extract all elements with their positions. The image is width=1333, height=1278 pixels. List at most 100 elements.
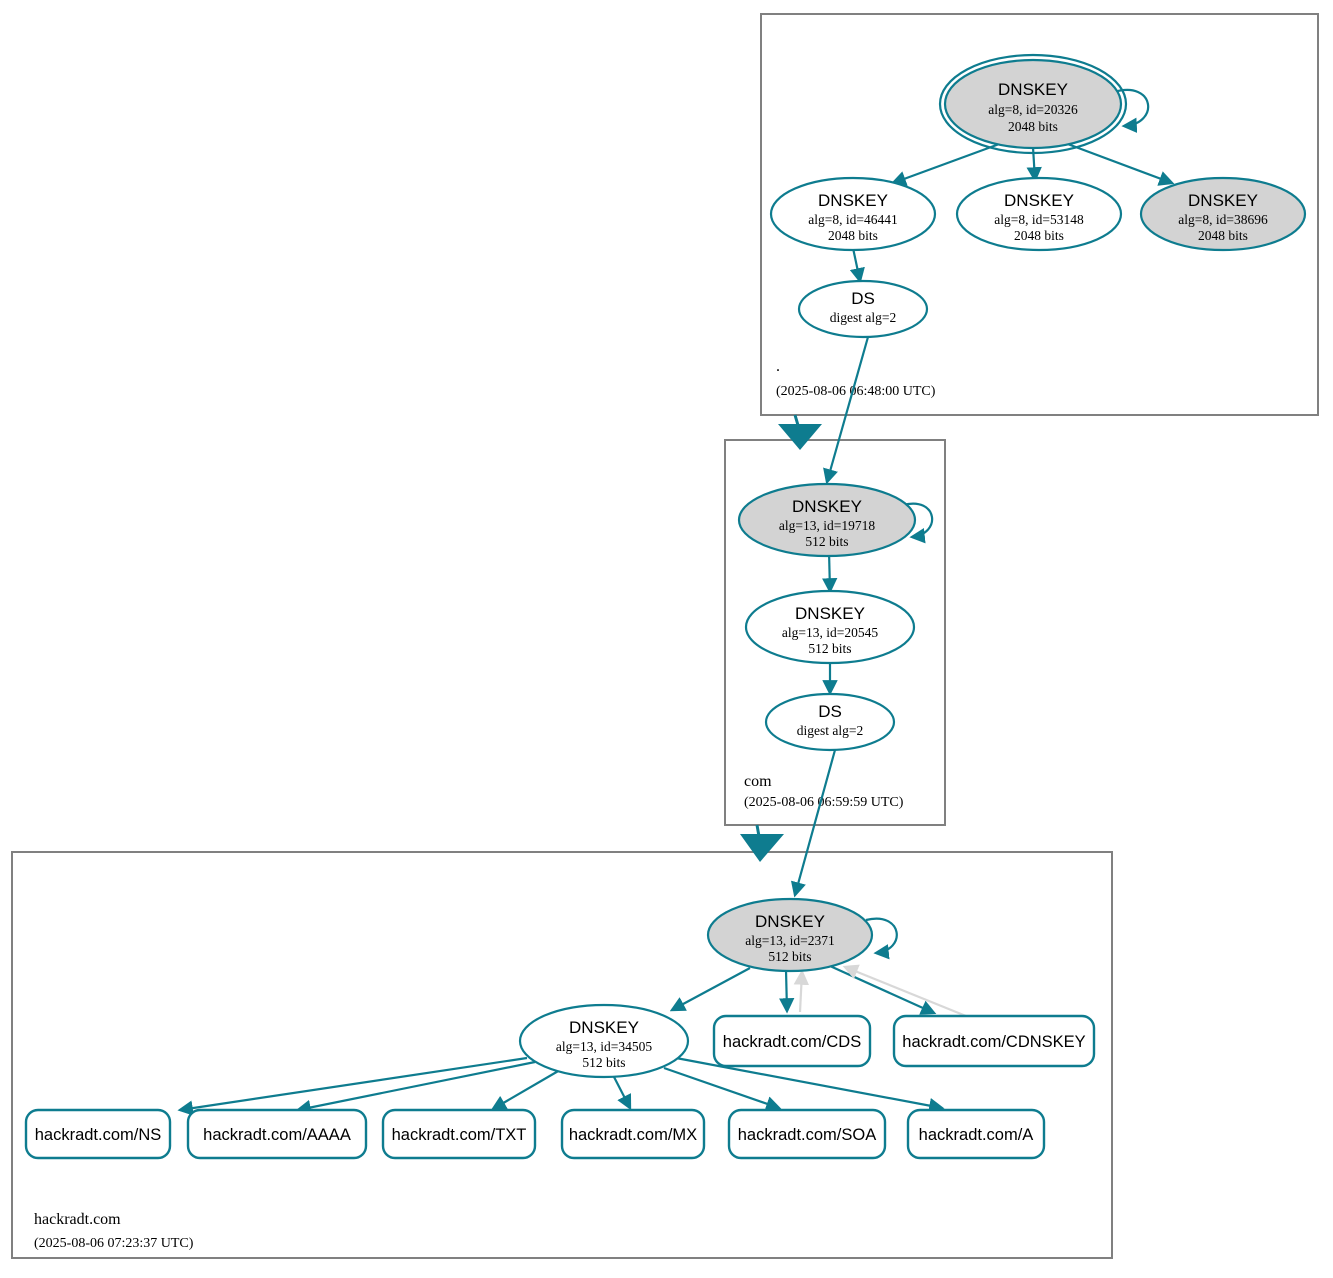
node-hackradt-zsk-line3: 512 bits (582, 1055, 625, 1070)
rrset-mx-label: hackradt.com/MX (569, 1126, 697, 1144)
node-root-zsk-46441-title: DNSKEY (818, 191, 888, 210)
rrset-ns-box[interactable] (24, 1108, 172, 1160)
zone-timestamp-com: (2025-08-06 06:59:59 UTC) (744, 795, 904, 810)
trust-anchor-ring-icon (938, 53, 1128, 155)
rrset-txt-label: hackradt.com/TXT (392, 1126, 527, 1144)
node-root-ds-title: DS (851, 289, 875, 308)
edge-self-sign-hackradt-ksk (865, 917, 898, 960)
node-root-zsk-38696-ellipse[interactable] (1139, 176, 1307, 252)
rrset-aaaa-label: hackradt.com/AAAA (203, 1126, 351, 1144)
node-com-zsk-line2: alg=13, id=20545 (782, 625, 878, 640)
rrset-soa-box[interactable] (727, 1108, 887, 1160)
node-com-zsk[interactable]: DNSKEY alg=13, id=20545 512 bits (744, 589, 916, 665)
node-hackradt-zsk-title: DNSKEY (569, 1018, 639, 1037)
node-com-ds-line2: digest alg=2 (797, 723, 863, 738)
node-com-ksk-line2: alg=13, id=19718 (779, 518, 875, 533)
zone-label-hackradt: hackradt.com (34, 1211, 121, 1228)
node-root-zsk-38696[interactable]: DNSKEY alg=8, id=38696 2048 bits (1139, 176, 1307, 252)
rrset-cdnskey-label: hackradt.com/CDNSKEY (902, 1033, 1085, 1051)
edge-com-ksk-to-zsk (821, 550, 838, 594)
rrset-mx-box[interactable] (560, 1108, 706, 1160)
node-com-zsk-ellipse[interactable] (744, 589, 916, 665)
rrset-cds-box[interactable] (712, 1014, 872, 1068)
node-root-zsk-38696-title: DNSKEY (1188, 191, 1258, 210)
node-hackradt-zsk-ellipse[interactable] (518, 1003, 690, 1079)
node-root-zsk-53148-line3: 2048 bits (1014, 228, 1064, 243)
node-com-ksk-ellipse[interactable] (737, 482, 917, 558)
edge-hackradt-zsk-to-mx (612, 1074, 632, 1111)
node-root-zsk-46441-line2: alg=8, id=46441 (808, 212, 897, 227)
node-root-zsk-46441-line3: 2048 bits (828, 228, 878, 243)
node-root-zsk-53148-title: DNSKEY (1004, 191, 1074, 210)
edge-self-sign-com-ksk (902, 502, 934, 544)
edges-hackradt (177, 917, 967, 1116)
node-root-zsk-38696-line3: 2048 bits (1198, 228, 1248, 243)
zone-timestamp-hackradt: (2025-08-06 07:23:37 UTC) (34, 1236, 194, 1251)
node-root-ds[interactable]: DS digest alg=2 (797, 279, 929, 339)
rrset-cds-label: hackradt.com/CDS (723, 1033, 861, 1051)
edge-root-ksk-to-38696 (1064, 141, 1175, 186)
edge-hackradt-ksk-to-cds (778, 969, 795, 1014)
node-root-ksk-ellipse[interactable] (943, 58, 1123, 150)
edge-cdnskey-to-hackradt-ksk (842, 964, 967, 1018)
rrset-a[interactable]: hackradt.com/A (906, 1108, 1046, 1160)
edge-cds-to-hackradt-ksk (793, 969, 810, 1013)
edge-hackradt-zsk-to-txt (490, 1069, 561, 1111)
node-root-ksk-line3: 2048 bits (1008, 119, 1058, 134)
rrset-a-label: hackradt.com/A (919, 1126, 1034, 1144)
node-root-zsk-53148-line2: alg=8, id=53148 (994, 212, 1084, 227)
edge-root-ds-to-com-ksk (823, 336, 870, 485)
node-com-zsk-line3: 512 bits (808, 641, 851, 656)
edge-com-ds-to-hackradt-ksk (790, 749, 837, 898)
node-root-ksk-title: DNSKEY (998, 80, 1068, 99)
edges-com (740, 502, 934, 898)
node-root-ksk[interactable]: DNSKEY alg=8, id=20326 2048 bits (938, 53, 1128, 155)
rrset-txt-box[interactable] (381, 1108, 537, 1160)
rrset-mx[interactable]: hackradt.com/MX (560, 1108, 706, 1160)
edge-root-46441-to-ds (849, 247, 865, 284)
edge-hackradt-zsk-to-a (675, 1056, 945, 1114)
edges-root (778, 89, 1175, 485)
node-root-zsk-53148-ellipse[interactable] (955, 176, 1123, 252)
edge-hackradt-ksk-to-zsk (669, 967, 751, 1012)
rrset-ns[interactable]: hackradt.com/NS (24, 1108, 172, 1160)
node-hackradt-ksk-line3: 512 bits (768, 949, 811, 964)
node-root-zsk-38696-line2: alg=8, id=38696 (1178, 212, 1268, 227)
edge-delegation-root-to-com-head (778, 424, 822, 450)
node-root-ds-ellipse[interactable] (797, 279, 929, 339)
rrset-soa-label: hackradt.com/SOA (738, 1126, 876, 1144)
rrset-a-box[interactable] (906, 1108, 1046, 1160)
rrset-cdnskey[interactable]: hackradt.com/CDNSKEY (892, 1014, 1096, 1068)
node-com-ds[interactable]: DS digest alg=2 (764, 692, 896, 752)
edge-self-sign-root-ksk (1113, 89, 1150, 133)
zone-label-com: com (744, 773, 772, 790)
node-hackradt-zsk-line2: alg=13, id=34505 (556, 1039, 652, 1054)
rrset-ns-label: hackradt.com/NS (35, 1126, 162, 1144)
node-com-ds-ellipse[interactable] (764, 692, 896, 752)
rrset-soa[interactable]: hackradt.com/SOA (727, 1108, 887, 1160)
edge-hackradt-zsk-to-ns (177, 1056, 528, 1116)
node-com-zsk-title: DNSKEY (795, 604, 865, 623)
node-hackradt-ksk[interactable]: DNSKEY alg=13, id=2371 512 bits (706, 897, 874, 973)
node-hackradt-zsk[interactable]: DNSKEY alg=13, id=34505 512 bits (518, 1003, 690, 1079)
zone-timestamp-root: (2025-08-06 06:48:00 UTC) (776, 384, 936, 399)
node-root-zsk-46441[interactable]: DNSKEY alg=8, id=46441 2048 bits (769, 176, 937, 252)
node-hackradt-ksk-ellipse[interactable] (706, 897, 874, 973)
rrset-cdnskey-box[interactable] (892, 1014, 1096, 1068)
node-com-ds-title: DS (818, 702, 842, 721)
edge-delegation-com-to-hackradt-head (740, 834, 784, 862)
node-root-zsk-53148[interactable]: DNSKEY alg=8, id=53148 2048 bits (955, 176, 1123, 252)
edge-hackradt-zsk-to-aaaa (295, 1060, 536, 1115)
node-root-ksk-line2: alg=8, id=20326 (988, 102, 1078, 117)
node-com-ksk-title: DNSKEY (792, 497, 862, 516)
zone-label-root: . (776, 358, 780, 375)
rrset-aaaa-box[interactable] (186, 1108, 368, 1160)
node-root-ds-line2: digest alg=2 (830, 310, 896, 325)
rrset-txt[interactable]: hackradt.com/TXT (381, 1108, 537, 1160)
edge-root-ksk-to-46441 (890, 141, 1003, 186)
node-com-ksk[interactable]: DNSKEY alg=13, id=19718 512 bits (737, 482, 917, 558)
rrset-cds[interactable]: hackradt.com/CDS (712, 1014, 872, 1068)
node-root-zsk-46441-ellipse[interactable] (769, 176, 937, 252)
rrset-aaaa[interactable]: hackradt.com/AAAA (186, 1108, 368, 1160)
